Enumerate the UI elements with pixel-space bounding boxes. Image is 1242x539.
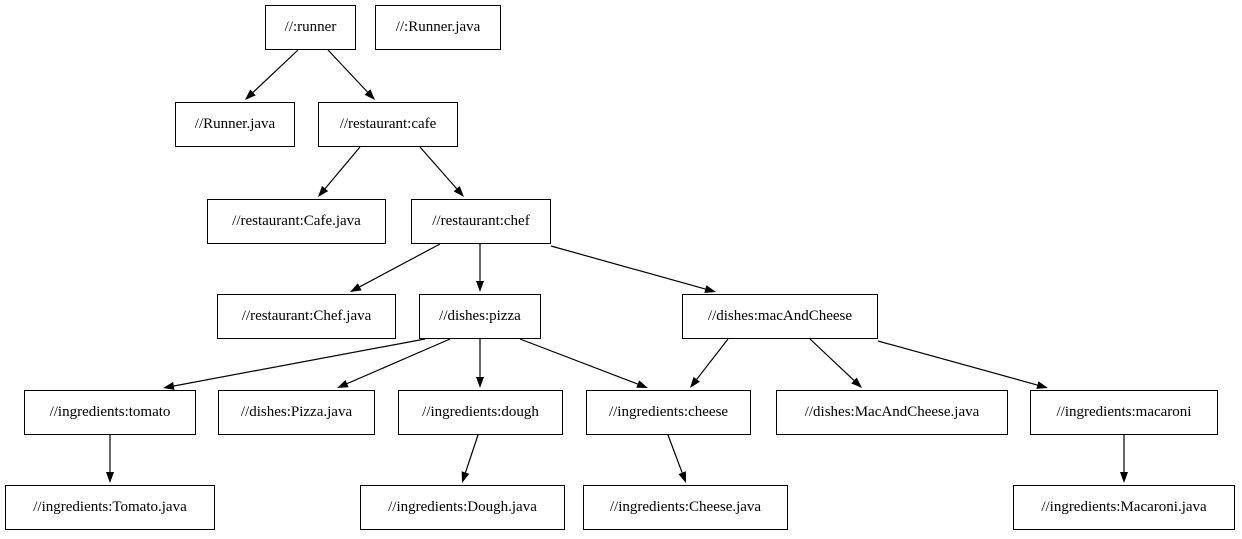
edge-arrowhead bbox=[337, 379, 349, 388]
graph-edge-pizza-to-dough bbox=[476, 339, 484, 388]
edge-line bbox=[667, 434, 683, 473]
graph-node-pizza_java[interactable]: //dishes:Pizza.java bbox=[218, 390, 375, 435]
edge-arrowhead bbox=[476, 377, 484, 388]
graph-node-label: //dishes:macAndCheese bbox=[707, 308, 853, 324]
graph-node-label: //:runner bbox=[284, 19, 337, 35]
graph-node-macaroni_java[interactable]: //ingredients:Macaroni.java bbox=[1013, 485, 1235, 530]
graph-node-label: //ingredients:Macaroni.java bbox=[1041, 499, 1207, 515]
edge-line bbox=[327, 49, 368, 93]
graph-node-runner[interactable]: //:runner bbox=[265, 5, 356, 50]
graph-edge-runner-to-runner_java bbox=[245, 49, 299, 100]
graph-edge-cafe-to-chef bbox=[419, 146, 464, 197]
graph-edge-pizza-to-pizza_java bbox=[337, 338, 451, 388]
graph-node-dough[interactable]: //ingredients:dough bbox=[398, 390, 563, 435]
graph-node-label: //ingredients:cheese bbox=[608, 404, 729, 420]
edge-arrowhead bbox=[851, 377, 862, 388]
edge-arrowhead bbox=[704, 285, 716, 293]
edge-arrowhead bbox=[453, 186, 464, 197]
graph-edge-macandcheese-to-macaroni bbox=[877, 340, 1048, 389]
edge-line bbox=[550, 245, 706, 290]
edge-line bbox=[519, 338, 638, 385]
graph-node-cheese[interactable]: //ingredients:cheese bbox=[586, 390, 751, 435]
graph-edge-macandcheese-to-cheese bbox=[690, 338, 729, 388]
graph-edge-chef-to-macandcheese bbox=[550, 245, 716, 293]
graph-node-tomato_java[interactable]: //ingredients:Tomato.java bbox=[5, 485, 215, 530]
edge-arrowhead bbox=[476, 281, 484, 292]
edge-arrowhead bbox=[461, 471, 470, 483]
graph-node-label: //dishes:Pizza.java bbox=[240, 404, 353, 420]
edge-arrowhead bbox=[1120, 472, 1128, 483]
graph-edge-runner-to-cafe bbox=[327, 49, 375, 100]
graph-node-label: //dishes:pizza bbox=[439, 308, 521, 324]
edge-arrowhead bbox=[678, 471, 686, 483]
graph-edge-macandcheese-to-macandcheese_java bbox=[809, 338, 862, 388]
graph-node-label: //ingredients:Dough.java bbox=[388, 499, 537, 515]
graph-node-cafe[interactable]: //restaurant:cafe bbox=[318, 102, 458, 147]
graph-node-label: //restaurant:chef bbox=[432, 213, 530, 229]
edge-arrowhead bbox=[1036, 381, 1048, 389]
edge-arrowhead bbox=[163, 382, 175, 390]
edge-line bbox=[173, 338, 426, 387]
graph-node-chef_java[interactable]: //restaurant:Chef.java bbox=[217, 294, 396, 339]
graph-node-label: //:Runner.java bbox=[395, 19, 481, 35]
graph-node-macandcheese[interactable]: //dishes:macAndCheese bbox=[682, 294, 878, 339]
edge-line bbox=[464, 434, 479, 473]
graph-node-macaroni[interactable]: //ingredients:macaroni bbox=[1030, 390, 1218, 435]
edge-line bbox=[419, 146, 458, 190]
graph-node-chef[interactable]: //restaurant:chef bbox=[411, 199, 551, 244]
edge-arrowhead bbox=[106, 472, 114, 483]
graph-node-label: //ingredients:Cheese.java bbox=[609, 499, 762, 515]
edge-arrowhead bbox=[636, 380, 648, 388]
graph-edge-macaroni-to-macaroni_java bbox=[1120, 435, 1128, 483]
edge-arrowhead bbox=[350, 283, 362, 292]
graph-node-label: //restaurant:cafe bbox=[339, 116, 437, 132]
edge-line bbox=[359, 243, 441, 288]
graph-node-label: //Runner.java bbox=[194, 116, 276, 132]
edge-line bbox=[877, 340, 1038, 386]
edge-line bbox=[696, 338, 729, 380]
edge-arrowhead bbox=[690, 376, 700, 388]
graph-edge-chef-to-pizza bbox=[476, 244, 484, 292]
edge-arrowhead bbox=[364, 89, 375, 100]
edge-line bbox=[809, 338, 855, 381]
graph-edge-cheese-to-cheese_java bbox=[667, 434, 686, 483]
graph-node-label: //ingredients:dough bbox=[422, 404, 539, 420]
graph-node-dough_java[interactable]: //ingredients:Dough.java bbox=[360, 485, 565, 530]
graph-node-label: //dishes:MacAndCheese.java bbox=[804, 404, 980, 420]
graph-node-runner_java_root[interactable]: //:Runner.java bbox=[375, 5, 501, 50]
graph-edge-dough-to-dough_java bbox=[461, 434, 479, 483]
graph-node-cheese_java[interactable]: //ingredients:Cheese.java bbox=[583, 485, 788, 530]
graph-node-label: //ingredients:macaroni bbox=[1056, 404, 1192, 420]
edge-line bbox=[252, 49, 299, 93]
graph-edge-pizza-to-tomato bbox=[163, 338, 426, 390]
graph-node-runner_java[interactable]: //Runner.java bbox=[175, 102, 295, 147]
graph-node-tomato[interactable]: //ingredients:tomato bbox=[24, 390, 196, 435]
edge-line bbox=[346, 338, 451, 385]
graph-node-pizza[interactable]: //dishes:pizza bbox=[419, 294, 541, 339]
edge-arrowhead bbox=[245, 89, 256, 100]
graph-node-label: //restaurant:Cafe.java bbox=[232, 213, 361, 229]
graph-node-label: //ingredients:tomato bbox=[49, 404, 171, 420]
graph-node-label: //ingredients:Tomato.java bbox=[33, 499, 187, 515]
graph-edge-chef-to-chef_java bbox=[350, 243, 441, 292]
graph-edge-tomato-to-tomato_java bbox=[106, 435, 114, 483]
graph-edge-pizza-to-cheese bbox=[519, 338, 648, 388]
edge-arrowhead bbox=[318, 186, 329, 197]
graph-node-cafe_java[interactable]: //restaurant:Cafe.java bbox=[207, 199, 386, 244]
graph-node-label: //restaurant:Chef.java bbox=[241, 308, 372, 324]
edge-line bbox=[324, 146, 361, 189]
graph-node-macandcheese_java[interactable]: //dishes:MacAndCheese.java bbox=[776, 390, 1008, 435]
graph-edge-cafe-to-cafe_java bbox=[318, 146, 361, 197]
